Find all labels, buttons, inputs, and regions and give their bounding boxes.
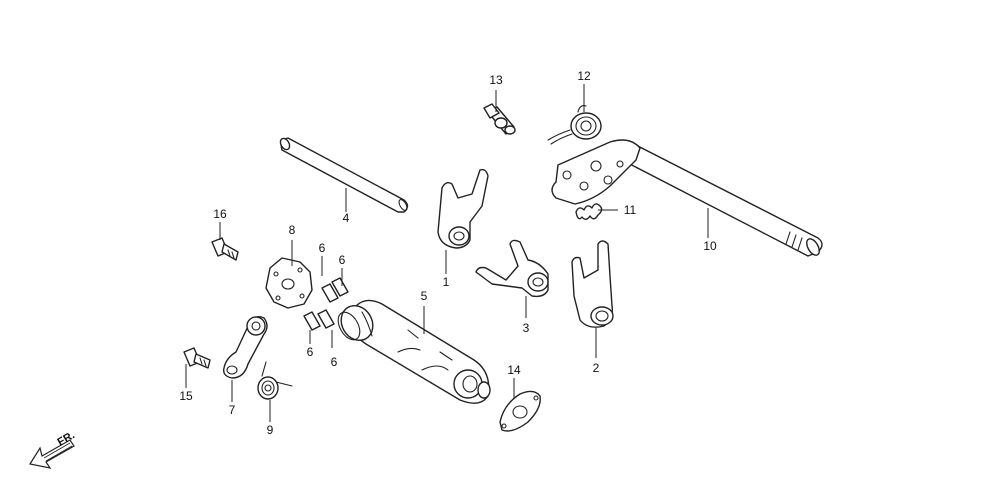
callout-14: 14 xyxy=(507,363,521,377)
bearing-set-plate[interactable] xyxy=(499,390,541,432)
bolt-16[interactable] xyxy=(211,237,239,261)
callout-6a: 6 xyxy=(319,241,326,255)
callout-8: 8 xyxy=(289,223,296,237)
callout-10: 10 xyxy=(703,239,717,253)
callout-6b: 6 xyxy=(339,253,346,267)
shift-fork-3[interactable] xyxy=(475,239,549,298)
callout-2: 2 xyxy=(593,361,600,375)
shift-fork-1[interactable] xyxy=(437,168,489,249)
shift-drum[interactable] xyxy=(334,299,491,404)
stopper-arm[interactable] xyxy=(222,315,268,379)
callout-3: 3 xyxy=(523,321,530,335)
callout-16: 16 xyxy=(213,207,227,221)
shift-fork-2[interactable] xyxy=(571,240,614,328)
bolt-15[interactable] xyxy=(183,347,211,369)
dowel-pins[interactable] xyxy=(303,277,349,331)
callout-7: 7 xyxy=(229,403,236,417)
leader-lines xyxy=(185,84,709,422)
callout-4: 4 xyxy=(343,211,350,225)
callout-6d: 6 xyxy=(331,355,338,369)
callout-13: 13 xyxy=(489,73,503,87)
callouts: 1 2 3 4 5 6 6 6 6 7 8 9 10 11 12 13 14 1… xyxy=(179,69,717,437)
callout-12: 12 xyxy=(577,69,591,83)
front-direction-indicator: FR. xyxy=(29,429,77,469)
callout-1: 1 xyxy=(443,275,450,289)
fork-shaft[interactable] xyxy=(279,137,409,213)
callout-5: 5 xyxy=(421,289,428,303)
return-spring[interactable] xyxy=(547,105,602,145)
callout-6c: 6 xyxy=(307,345,314,359)
stopper-pin[interactable] xyxy=(483,103,516,135)
callout-15: 15 xyxy=(179,389,193,403)
stopper-arm-spring[interactable] xyxy=(257,361,293,400)
small-coil-spring[interactable] xyxy=(575,203,603,220)
callout-11: 11 xyxy=(624,203,637,217)
drum-center-star[interactable] xyxy=(265,257,313,309)
callout-9: 9 xyxy=(267,423,274,437)
gearshift-spindle[interactable] xyxy=(551,139,823,257)
front-arrow-icon xyxy=(29,439,75,469)
